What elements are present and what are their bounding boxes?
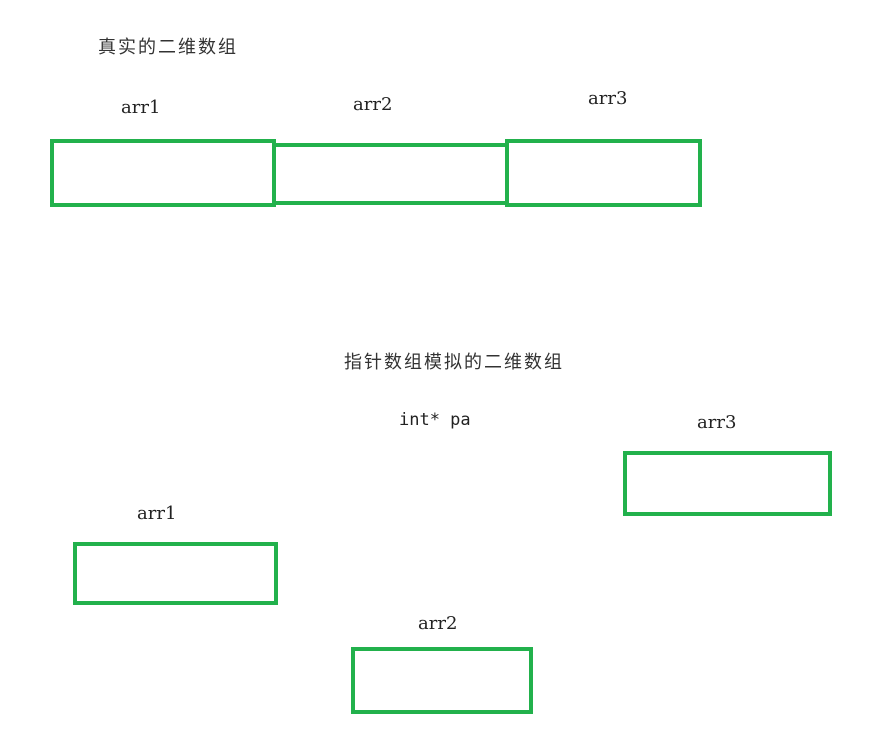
pointer-arr1-label: arr1	[137, 503, 177, 524]
real-arr1-label: arr1	[121, 97, 161, 118]
pointer-pa-label: int* pa	[399, 410, 471, 430]
real-arr3-box	[505, 139, 702, 207]
pointer-arr3-label: arr3	[697, 412, 737, 433]
real-arr2-label: arr2	[353, 94, 393, 115]
pointer-array-title: 指针数组模拟的二维数组	[344, 352, 564, 373]
pointer-arr1-box	[73, 542, 278, 605]
real-arr1-box	[50, 139, 276, 207]
pointer-arr3-box	[623, 451, 832, 516]
real-arr2-box	[272, 143, 509, 205]
real-arr3-label: arr3	[588, 88, 628, 109]
pointer-arr2-box	[351, 647, 533, 714]
pointer-arr2-label: arr2	[418, 613, 458, 634]
real-array-title: 真实的二维数组	[98, 37, 238, 58]
